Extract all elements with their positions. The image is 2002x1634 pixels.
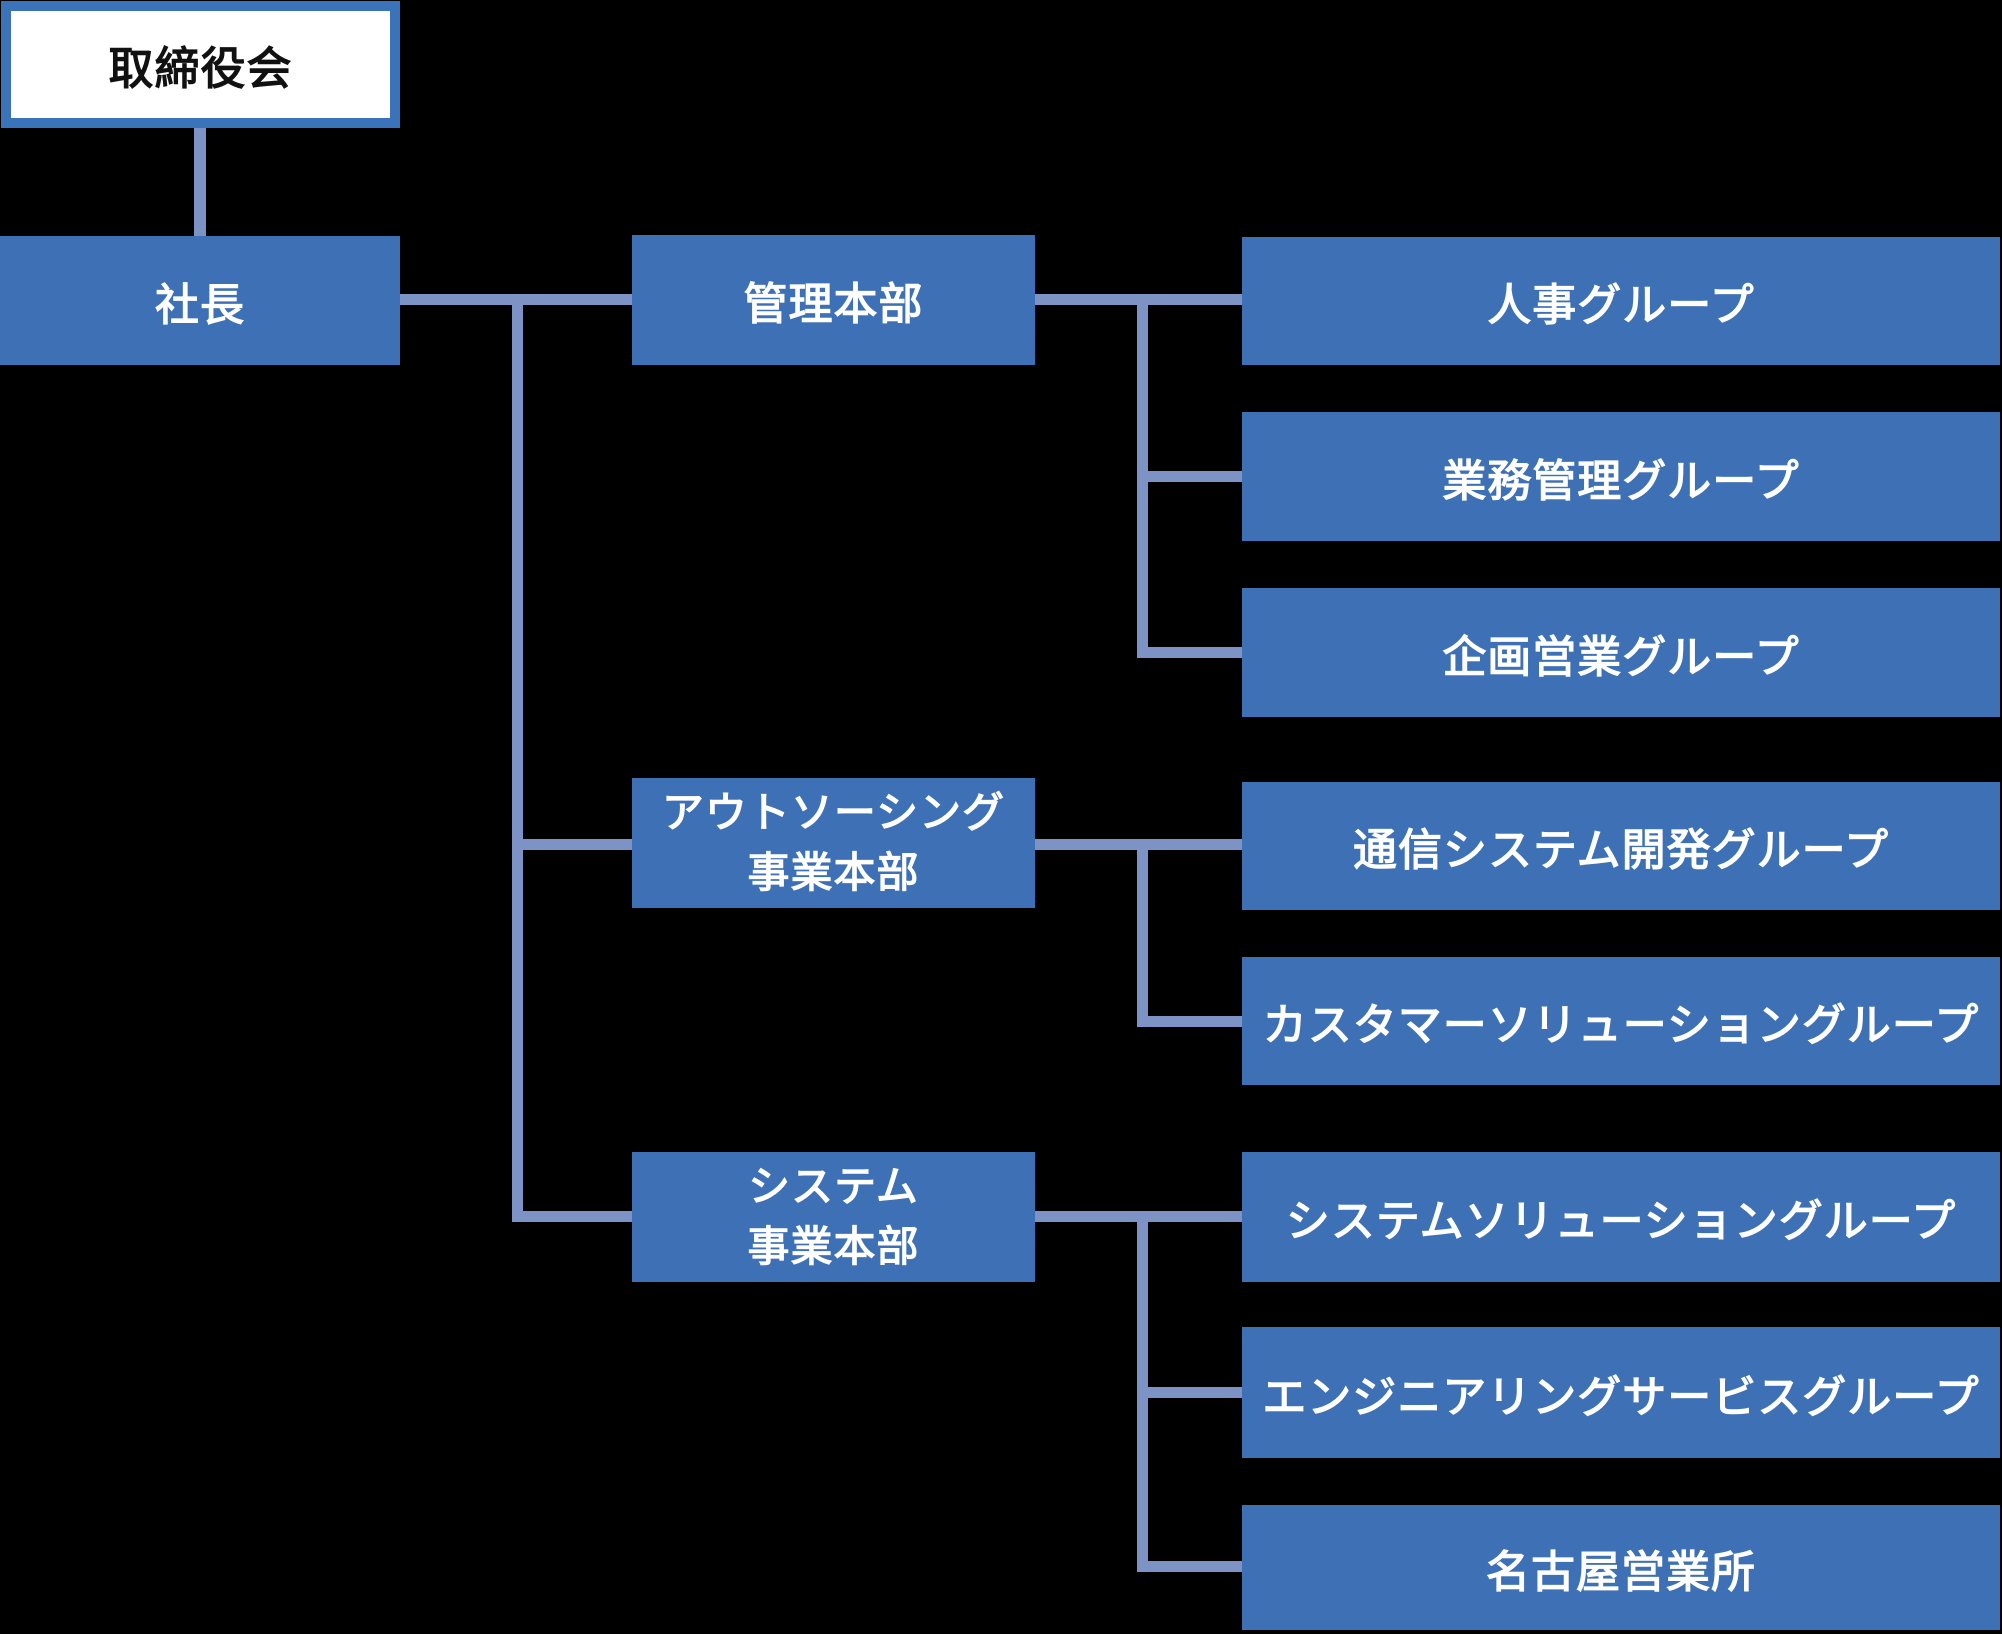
node-board-of-directors: 取締役会: [1, 1, 400, 128]
connector-branch-system: [512, 1211, 632, 1222]
connector-board-president: [194, 128, 206, 236]
node-nagoya-office: 名古屋営業所: [1242, 1505, 2000, 1630]
connector-stub-planning-sales: [1137, 647, 1242, 658]
node-president-label: 社長: [155, 280, 245, 330]
node-outsourcing-hq-label-line1: アウトソーシング: [661, 789, 1006, 837]
node-engineering-service-group-label: エンジニアリングサービスグループ: [1262, 1372, 1980, 1422]
node-customer-solution-group: カスタマーソリューショングループ: [1242, 957, 2000, 1085]
node-board-of-directors-label: 取締役会: [108, 43, 293, 94]
node-admin-hq-label: 管理本部: [743, 280, 924, 329]
node-outsourcing-hq-label-line2: 事業本部: [747, 849, 920, 896]
node-admin-hq: 管理本部: [632, 235, 1035, 365]
node-hr-group-label: 人事グループ: [1487, 281, 1755, 330]
node-comm-system-dev-group-label: 通信システム開発グループ: [1352, 826, 1890, 875]
node-president: 社長: [0, 236, 400, 365]
connector-outsourcing-children-trunk: [1137, 839, 1148, 1027]
node-planning-sales-group-label: 企画営業グループ: [1442, 632, 1800, 682]
node-system-solution-group-label: システムソリューショングループ: [1285, 1197, 1957, 1246]
node-comm-system-dev-group: 通信システム開発グループ: [1242, 782, 2000, 910]
connector-stub-customer-solution: [1137, 1016, 1242, 1027]
node-system-hq-label-line1: システム: [748, 1163, 919, 1211]
connector-left-trunk: [512, 294, 523, 1222]
node-customer-solution-group-label: カスタマーソリューショングループ: [1262, 1001, 1980, 1050]
node-system-hq: システム 事業本部: [632, 1152, 1035, 1282]
node-planning-sales-group: 企画営業グループ: [1242, 588, 2000, 717]
node-engineering-service-group: エンジニアリングサービスグループ: [1242, 1327, 2000, 1458]
connector-stub-nagoya: [1137, 1561, 1242, 1572]
node-business-admin-group-label: 業務管理グループ: [1442, 456, 1800, 506]
node-business-admin-group: 業務管理グループ: [1242, 412, 2000, 541]
node-nagoya-office-label: 名古屋営業所: [1486, 1547, 1756, 1597]
connector-branch-outsourcing: [512, 839, 632, 850]
connector-stub-engineering-service: [1137, 1387, 1242, 1398]
node-outsourcing-hq: アウトソーシング 事業本部: [632, 778, 1035, 908]
node-system-solution-group: システムソリューショングループ: [1242, 1152, 2000, 1282]
connector-stub-business-admin: [1137, 471, 1242, 482]
node-system-hq-label-line2: 事業本部: [747, 1223, 920, 1270]
node-hr-group: 人事グループ: [1242, 237, 2000, 365]
